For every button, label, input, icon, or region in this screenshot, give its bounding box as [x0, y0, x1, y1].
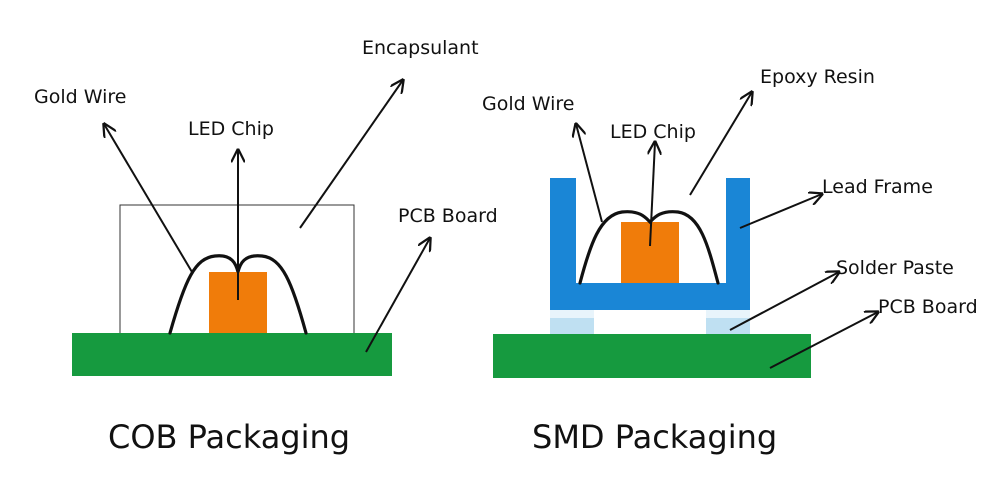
cob-label-gold-wire: Gold Wire [34, 86, 126, 108]
smd-solder-paste-left [550, 318, 594, 334]
cob-label-pcb-board: PCB Board [398, 205, 498, 227]
smd-gold-wire [578, 210, 720, 285]
smd-title: SMD Packaging [532, 418, 777, 456]
smd-arrow-gold-wire [576, 124, 603, 223]
cob-diagram: Gold Wire LED Chip Encapsulant PCB Board… [34, 37, 498, 456]
cob-label-encapsulant: Encapsulant [362, 37, 479, 59]
smd-label-pcb-board: PCB Board [878, 296, 978, 318]
smd-arrow-pcb-board [769, 312, 878, 369]
smd-label-lead-frame: Lead Frame [822, 176, 933, 198]
smd-pcb-board [493, 334, 811, 378]
smd-label-epoxy-resin: Epoxy Resin [760, 66, 875, 88]
cob-arrow-pcb-board [365, 238, 430, 353]
cob-title: COB Packaging [108, 418, 350, 456]
smd-label-solder-paste: Solder Paste [836, 257, 954, 279]
smd-label-led-chip: LED Chip [610, 121, 696, 143]
cob-arrow-encapsulant [299, 80, 403, 229]
cob-arrow-gold-wire [104, 124, 193, 273]
smd-arrow-led-chip [650, 142, 655, 247]
smd-arrow-lead-frame [739, 194, 822, 229]
smd-arrow-solder-paste [729, 272, 839, 331]
smd-label-gold-wire: Gold Wire [482, 93, 574, 115]
smd-diagram: Gold Wire LED Chip Epoxy Resin Lead Fram… [482, 66, 978, 456]
smd-lead-frame [550, 178, 750, 310]
smd-solder-gap-left [550, 310, 594, 318]
smd-arrow-epoxy-resin [689, 92, 752, 196]
smd-solder-gap-right [706, 310, 750, 318]
cob-label-led-chip: LED Chip [188, 118, 274, 140]
cob-pcb-board [72, 333, 392, 376]
smd-solder-paste-right [706, 318, 750, 334]
